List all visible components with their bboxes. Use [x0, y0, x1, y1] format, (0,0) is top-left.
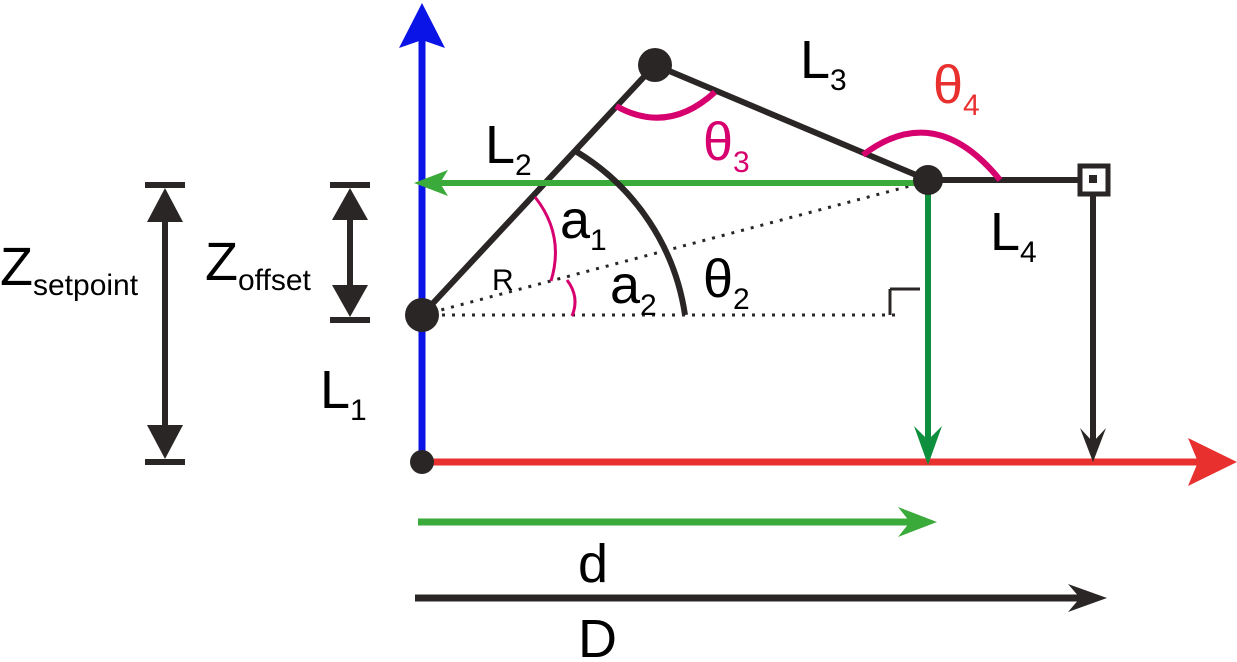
theta3-arc [614, 89, 718, 121]
label-theta2: θ2 [703, 249, 750, 316]
theta2-arc [575, 149, 688, 316]
right-angle-marker [888, 287, 920, 315]
label-a1: a1 [560, 190, 607, 257]
x-axis-arrowhead [1188, 438, 1237, 486]
link-L3 [653, 62, 930, 183]
green-vertical-arrowhead [914, 426, 942, 465]
green-horizontal-arrowhead [414, 170, 448, 196]
base-joint [410, 450, 434, 474]
z-offset-dimension [330, 182, 370, 323]
end-effector-dot [1089, 175, 1097, 183]
label-z-offset: Zoffset [205, 232, 311, 297]
label-theta3: θ3 [703, 112, 750, 179]
label-L1: L1 [320, 360, 367, 427]
label-z-setpoint: Zsetpoint [0, 237, 139, 302]
label-D: D [578, 609, 617, 662]
z-axis-arrowhead [399, 3, 445, 48]
label-L4: L4 [990, 202, 1037, 269]
a1-arc [533, 196, 557, 282]
D-arrowhead [1068, 584, 1107, 612]
label-L2: L2 [485, 115, 532, 182]
d-arrowhead [898, 507, 937, 537]
theta4-arc [861, 129, 1003, 182]
label-a2: a2 [610, 255, 657, 322]
label-R: R [492, 264, 514, 297]
shoulder-joint [405, 298, 439, 332]
label-L3: L3 [800, 30, 847, 97]
a2-arc [565, 279, 577, 317]
dotted-line-R [421, 180, 926, 317]
wrist-joint [913, 165, 943, 195]
elbow-joint [638, 48, 672, 82]
label-theta4: θ4 [933, 55, 980, 122]
z-setpoint-dimension [145, 182, 185, 465]
label-d: d [578, 534, 608, 594]
end-vertical-arrowhead [1080, 428, 1106, 462]
